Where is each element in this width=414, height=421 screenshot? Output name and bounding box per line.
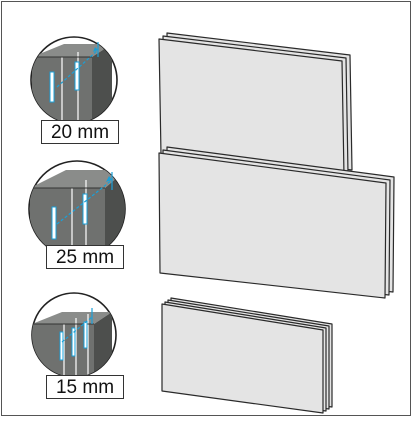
panel-stack-20mm xyxy=(158,32,353,177)
thickness-label-25mm: 25 mm xyxy=(46,245,124,269)
panel-stack-25mm xyxy=(158,146,395,299)
thickness-label-20mm: 20 mm xyxy=(41,120,119,144)
thickness-label-15mm: 15 mm xyxy=(46,375,124,399)
diagram-frame: 20 mm 25 mm 15 mm xyxy=(1,1,411,416)
panel-stack-15mm xyxy=(161,297,333,414)
detail-circle-15mm xyxy=(31,292,117,378)
detail-circle-20mm xyxy=(30,36,118,124)
